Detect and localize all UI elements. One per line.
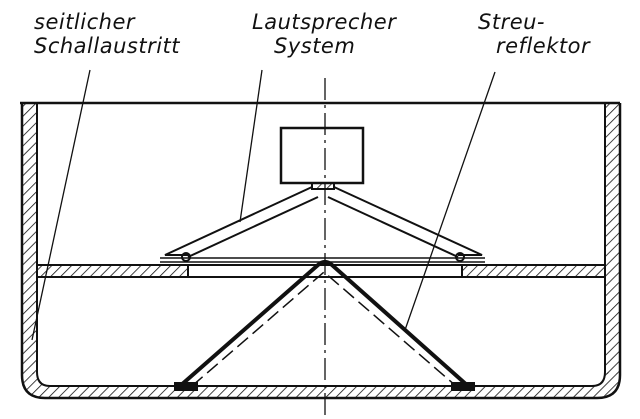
- label-side-outlet: seitlicher Schallaustritt: [34, 10, 180, 58]
- label-reflector-line1: Streu-: [478, 10, 546, 34]
- housing: [20, 101, 622, 400]
- leader-speaker: [239, 69, 263, 223]
- speaker-system: [160, 126, 485, 263]
- label-reflector: Streu- reflektor: [478, 10, 590, 58]
- label-speaker-line1: Lautsprecher: [252, 10, 397, 34]
- leader-reflector: [404, 71, 496, 331]
- label-reflector-line2: reflektor: [496, 34, 591, 58]
- label-speaker-system: Lautsprecher System: [252, 10, 396, 58]
- leader-side-outlet: [31, 69, 91, 341]
- label-speaker-line2: System: [274, 34, 356, 58]
- label-side-outlet-line2: Schallaustritt: [34, 34, 181, 58]
- label-side-outlet-line1: seitlicher: [34, 10, 136, 34]
